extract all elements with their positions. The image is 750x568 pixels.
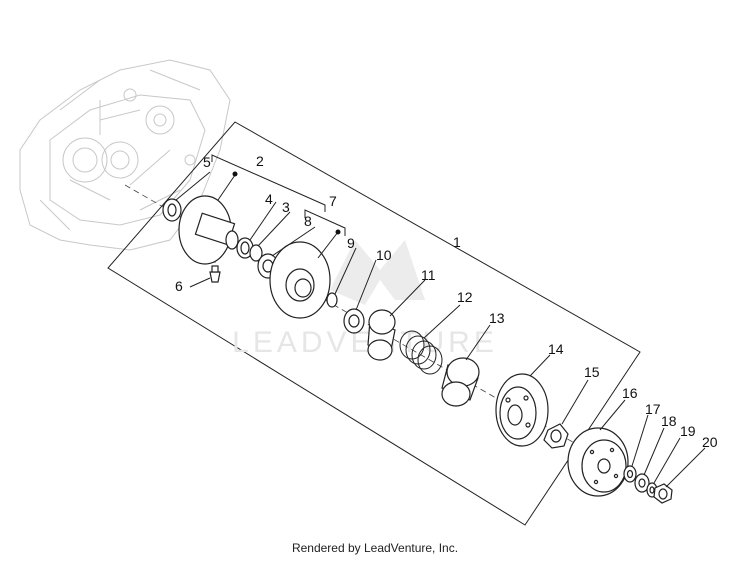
callout-4: 4 xyxy=(265,191,273,207)
callout-19: 19 xyxy=(680,423,696,439)
watermark-text: LEADVENTURE xyxy=(232,326,498,359)
bracket-7 xyxy=(304,209,346,236)
part-17-washer xyxy=(623,465,637,483)
callout-20: 20 xyxy=(702,434,718,450)
callout-16: 16 xyxy=(622,385,638,401)
callout-17: 17 xyxy=(645,401,661,417)
part-9-oring xyxy=(326,292,338,308)
callout-14: 14 xyxy=(548,341,564,357)
leader-lines xyxy=(175,171,706,488)
callout-13: 13 xyxy=(489,310,505,326)
callout-12: 12 xyxy=(457,289,473,305)
part-12-spring xyxy=(399,330,443,375)
part-20-nut xyxy=(653,483,673,504)
callout-18: 18 xyxy=(661,413,677,429)
callout-7: 7 xyxy=(329,193,337,209)
part-13-cup xyxy=(441,357,480,407)
callout-2: 2 xyxy=(256,153,264,169)
crankcase-illustration xyxy=(19,59,231,251)
assembly-frame xyxy=(107,121,641,526)
part-2-fixed-pulley xyxy=(178,195,239,265)
part-7-movable-pulley xyxy=(269,241,331,319)
footer-credit: Rendered by LeadVenture, Inc. xyxy=(291,541,459,555)
callout-labels: 1 2 3 4 5 6 7 8 9 10 11 12 13 14 15 16 1… xyxy=(175,153,718,450)
callout-8: 8 xyxy=(304,213,312,229)
part-5-bearing xyxy=(162,198,182,222)
part-14-clutch xyxy=(495,373,549,447)
callout-5: 5 xyxy=(203,154,211,170)
part-6-screw xyxy=(209,265,221,283)
part-10-bearing xyxy=(343,308,365,334)
assembly-dot-2 xyxy=(232,171,238,177)
part-18-washer xyxy=(634,473,650,493)
assembly-dot-7 xyxy=(335,229,341,235)
callout-6: 6 xyxy=(175,278,183,294)
callout-10: 10 xyxy=(376,247,392,263)
callout-11: 11 xyxy=(421,267,436,283)
callout-3: 3 xyxy=(282,199,290,215)
part-16-clutch-bell xyxy=(567,427,629,497)
callout-9: 9 xyxy=(347,235,355,251)
bracket-2 xyxy=(211,154,326,212)
part-15-nut xyxy=(543,423,569,449)
watermark-logo: LEADVENTURE xyxy=(232,240,498,359)
part-3-ring xyxy=(249,244,263,262)
callout-15: 15 xyxy=(584,364,600,380)
callout-1: 1 xyxy=(453,234,461,250)
part-11-sleeve xyxy=(367,309,396,361)
